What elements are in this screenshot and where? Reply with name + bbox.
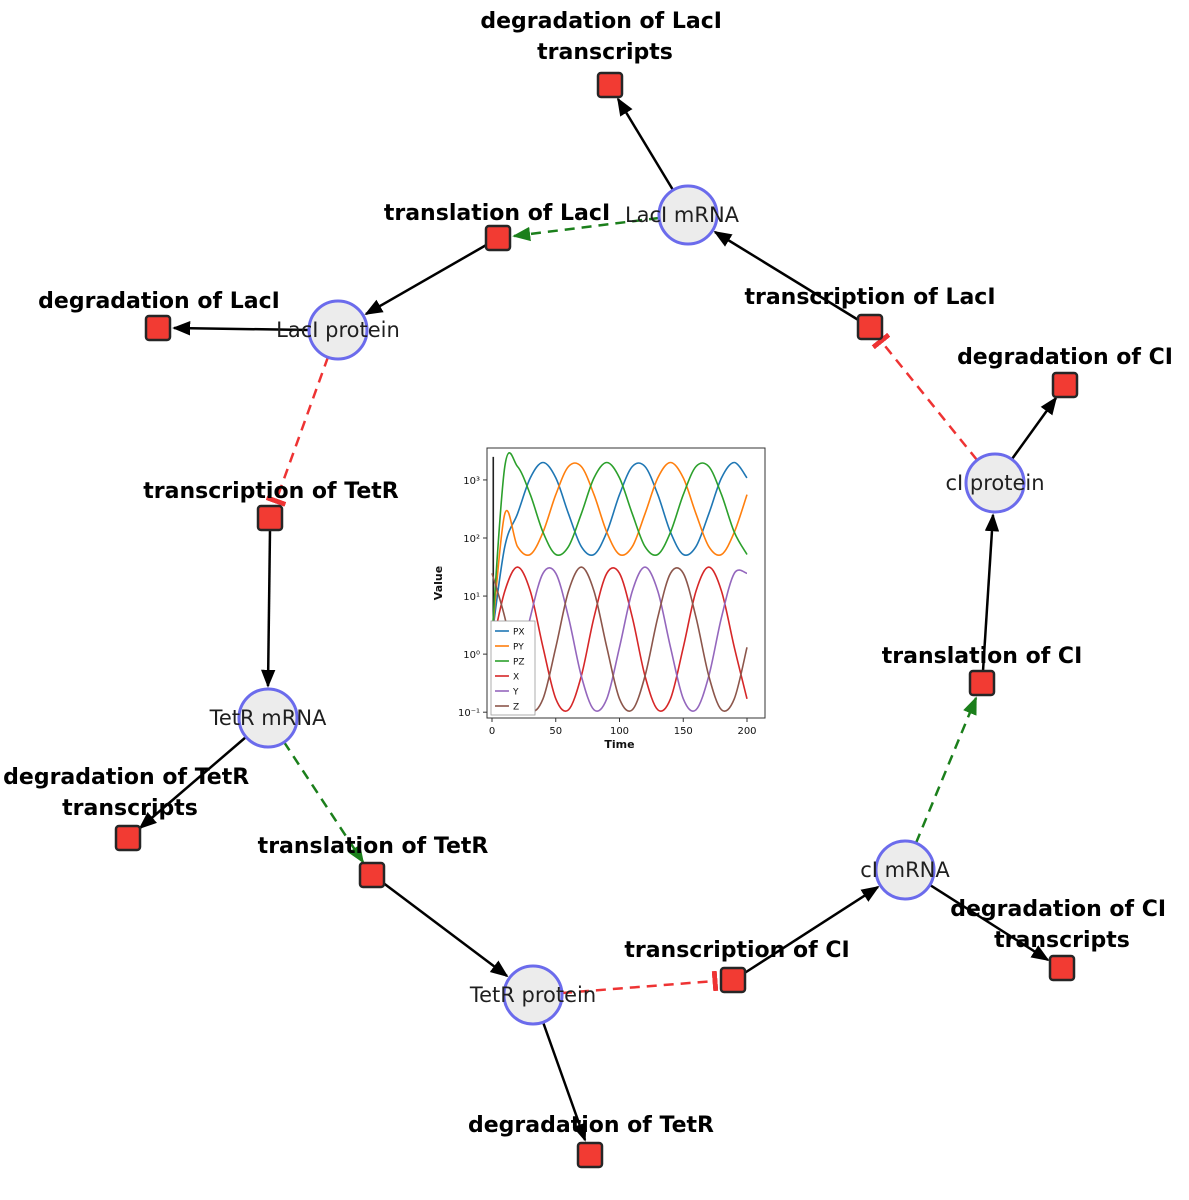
chart-series-PZ xyxy=(491,452,748,637)
reaction-node-degradation-of-laci-transcripts xyxy=(596,71,624,99)
reaction-node-translation-of-laci xyxy=(484,224,512,252)
reaction-node-degradation-of-ci-transcripts xyxy=(1048,954,1076,982)
species-node-tetr-protein xyxy=(502,964,564,1026)
reaction-node-transcription-of-tetr xyxy=(256,504,284,532)
edge-inhibition-tetr-protein-to-transcription-ci xyxy=(561,970,719,995)
edge-inhibition-laci-protein-to-transcription-tetr xyxy=(265,356,330,507)
legend-label-X: X xyxy=(513,673,519,683)
species-label-tetr-mrna: TetR mRNA xyxy=(209,706,327,730)
reaction-label-layer: degradation of LacI transcripts translat… xyxy=(3,9,1174,1138)
edge-tetr-mrna-to-deg-tetr-transcripts xyxy=(138,736,247,830)
edge-translation-ci-to-ci-protein xyxy=(981,513,1000,672)
species-node-laci-mrna xyxy=(657,184,719,246)
edge-translation-laci-to-laci-protein xyxy=(364,242,489,316)
legend-label-PX: PX xyxy=(513,628,525,638)
species-label-tetr-protein: TetR protein xyxy=(469,983,596,1007)
legend-label-PZ: PZ xyxy=(513,658,525,668)
reaction-label-translation-of-ci: translation of CI xyxy=(882,644,1083,669)
species-label-laci-protein: LacI protein xyxy=(276,318,400,342)
reaction-node-degradation-of-tetr-transcripts xyxy=(114,824,142,852)
chart-y-axis: 10⁻¹ 10⁰ 10¹ 10² 10³ xyxy=(458,476,487,719)
edge-laci-protein-to-deg-laci xyxy=(172,321,310,336)
edge-translation-tetr-to-tetr-protein xyxy=(381,881,509,978)
chart-y-tick-label: 10⁰ xyxy=(463,650,480,661)
chart-series-PY xyxy=(491,461,748,637)
chart-legend: PX PY PZ XYZ xyxy=(490,620,536,716)
edge-inhibition-ci-protein-to-transcription-laci xyxy=(871,332,978,461)
chart-x-tick-label: 50 xyxy=(549,726,562,737)
edge-layer xyxy=(138,97,1058,1142)
chart-y-tick-label: 10² xyxy=(463,534,480,545)
legend-label-PY: PY xyxy=(513,643,524,653)
reaction-label-transcription-of-tetr: transcription of TetR xyxy=(143,479,399,504)
chart-x-tick-label: 0 xyxy=(489,726,495,737)
chart-x-axis: 0 50 100 150 200 xyxy=(489,718,757,737)
chart-ylabel: Value xyxy=(432,566,445,600)
chart-y-tick-label: 10⁻¹ xyxy=(458,708,480,719)
edge-ci-protein-to-deg-ci xyxy=(1010,396,1058,460)
reaction-node-layer xyxy=(114,71,1079,1169)
reaction-node-translation-of-ci xyxy=(968,669,996,697)
reaction-node-degradation-of-laci xyxy=(144,314,172,342)
reaction-node-transcription-of-ci xyxy=(719,966,747,994)
reaction-label-translation-of-laci: translation of LacI xyxy=(384,201,610,226)
chart-y-tick-label: 10¹ xyxy=(463,592,480,603)
chart-x-tick-label: 150 xyxy=(674,726,693,737)
reaction-label-transcription-of-ci: transcription of CI xyxy=(624,938,849,963)
edge-transcription-tetr-to-tetr-mrna xyxy=(261,529,276,688)
reaction-label-transcription-of-laci: transcription of LacI xyxy=(744,285,995,310)
reaction-label-degradation-of-ci-transcripts: degradation of CI transcripts xyxy=(950,897,1174,953)
chart-x-tick-label: 100 xyxy=(610,726,629,737)
reaction-node-degradation-of-ci xyxy=(1051,371,1079,399)
chart-series-PX xyxy=(491,461,748,637)
species-label-ci-protein: cI protein xyxy=(945,471,1044,495)
reaction-label-translation-of-tetr: translation of TetR xyxy=(258,834,489,859)
species-node-tetr-mrna xyxy=(237,687,299,749)
legend-label-Z: Z xyxy=(513,703,519,713)
species-node-ci-protein xyxy=(964,452,1026,514)
edge-tetr-protein-to-deg-tetr xyxy=(541,1021,587,1142)
reaction-label-degradation-of-tetr-transcripts: degradation of TetR transcripts xyxy=(3,765,257,821)
chart-xlabel: Time xyxy=(604,738,634,751)
legend-label-Y: Y xyxy=(512,688,519,698)
species-label-ci-mrna: cI mRNA xyxy=(860,858,950,882)
edge-modifier-laci-mrna-to-translation-laci xyxy=(512,216,660,242)
edge-transcription-laci-to-laci-mrna xyxy=(713,230,861,323)
edge-modifier-tetr-mrna-to-translation-tetr xyxy=(282,741,365,864)
reaction-label-degradation-of-ci: degradation of CI xyxy=(957,345,1173,370)
reaction-node-transcription-of-laci xyxy=(856,313,884,341)
reaction-label-degradation-of-tetr: degradation of TetR xyxy=(468,1113,714,1138)
chart-y-tick-label: 10³ xyxy=(463,476,480,487)
edge-ci-mrna-to-deg-ci-transcripts xyxy=(929,883,1050,962)
species-node-layer xyxy=(237,184,1026,1026)
chart-x-tick-label: 200 xyxy=(737,726,756,737)
reaction-node-translation-of-tetr xyxy=(358,861,386,889)
edge-transcription-ci-to-ci-mrna xyxy=(742,885,880,976)
chart-series-Y xyxy=(491,566,748,712)
edge-lacimrna-to-deg-laci-transcripts xyxy=(616,97,675,191)
reaction-label-degradation-of-laci-transcripts: degradation of LacI transcripts xyxy=(480,9,729,65)
species-label-laci-mrna: LacI mRNA xyxy=(625,203,740,227)
species-node-laci-protein xyxy=(307,299,369,361)
reaction-node-degradation-of-tetr xyxy=(576,1141,604,1169)
edge-modifier-ci-mrna-to-translation-ci xyxy=(914,696,978,844)
species-label-layer: LacI mRNA LacI protein TetR mRNA TetR pr… xyxy=(209,203,1045,1007)
species-node-ci-mrna xyxy=(874,839,936,901)
reaction-label-degradation-of-laci: degradation of LacI xyxy=(38,289,280,314)
